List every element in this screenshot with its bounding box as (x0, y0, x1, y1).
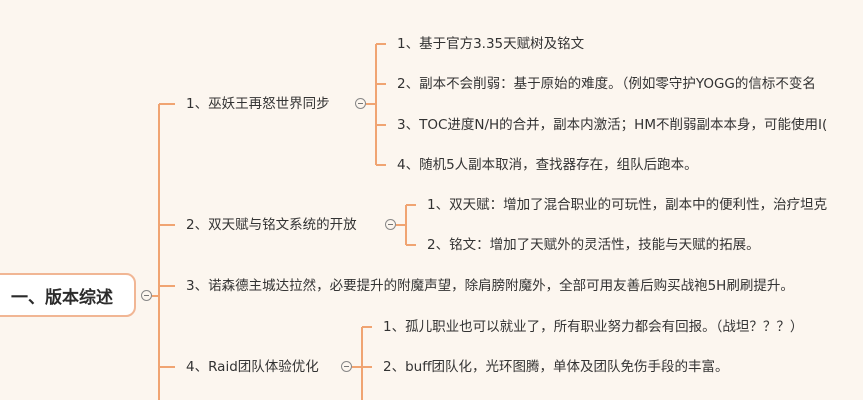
branch-1-item-3[interactable]: 3、TOC进度N/H的合并，副本内激活；HM不削弱副本本身，可能使用I( (397, 117, 828, 133)
branch-1-item-4[interactable]: 4、随机5人副本取消，查找器存在，组队后跑本。 (397, 157, 698, 173)
branch-1[interactable]: 1、巫妖王再怒世界同步 (186, 96, 330, 112)
branch-3[interactable]: 3、诺森德主城达拉然，必要提升的附魔声望，除肩膀附魔外，全部可用友善后购买战袍5… (186, 278, 794, 294)
branch-4-collapse-icon[interactable] (341, 361, 352, 372)
branch-1-item-2[interactable]: 2、副本不会削弱：基于原始的难度。（例如零守护YOGG的信标不变名 (397, 76, 816, 92)
root-node[interactable]: 一、版本综述 (0, 273, 136, 317)
branch-4[interactable]: 4、Raid团队体验优化 (186, 359, 319, 375)
branch-4-item-1[interactable]: 1、孤儿职业也可以就业了，所有职业努力都会有回报。（战坦？？？） (383, 319, 804, 335)
branch-2-collapse-icon[interactable] (385, 219, 396, 230)
branch-2[interactable]: 2、双天赋与铭文系统的开放 (186, 217, 357, 233)
branch-2-item-1[interactable]: 1、双天赋：增加了混合职业的可玩性，副本中的便利性，治疗坦克 (427, 197, 828, 213)
branch-1-collapse-icon[interactable] (355, 98, 366, 109)
branch-1-item-1[interactable]: 1、基于官方3.35天赋树及铭文 (397, 36, 585, 52)
branch-4-item-2[interactable]: 2、buff团队化，光环图腾，单体及团队免伤手段的丰富。 (383, 359, 729, 375)
branch-2-item-2[interactable]: 2、铭文：增加了天赋外的灵活性，技能与天赋的拓展。 (427, 237, 760, 253)
root-label: 一、版本综述 (11, 287, 113, 308)
root-collapse-icon[interactable] (141, 290, 152, 301)
